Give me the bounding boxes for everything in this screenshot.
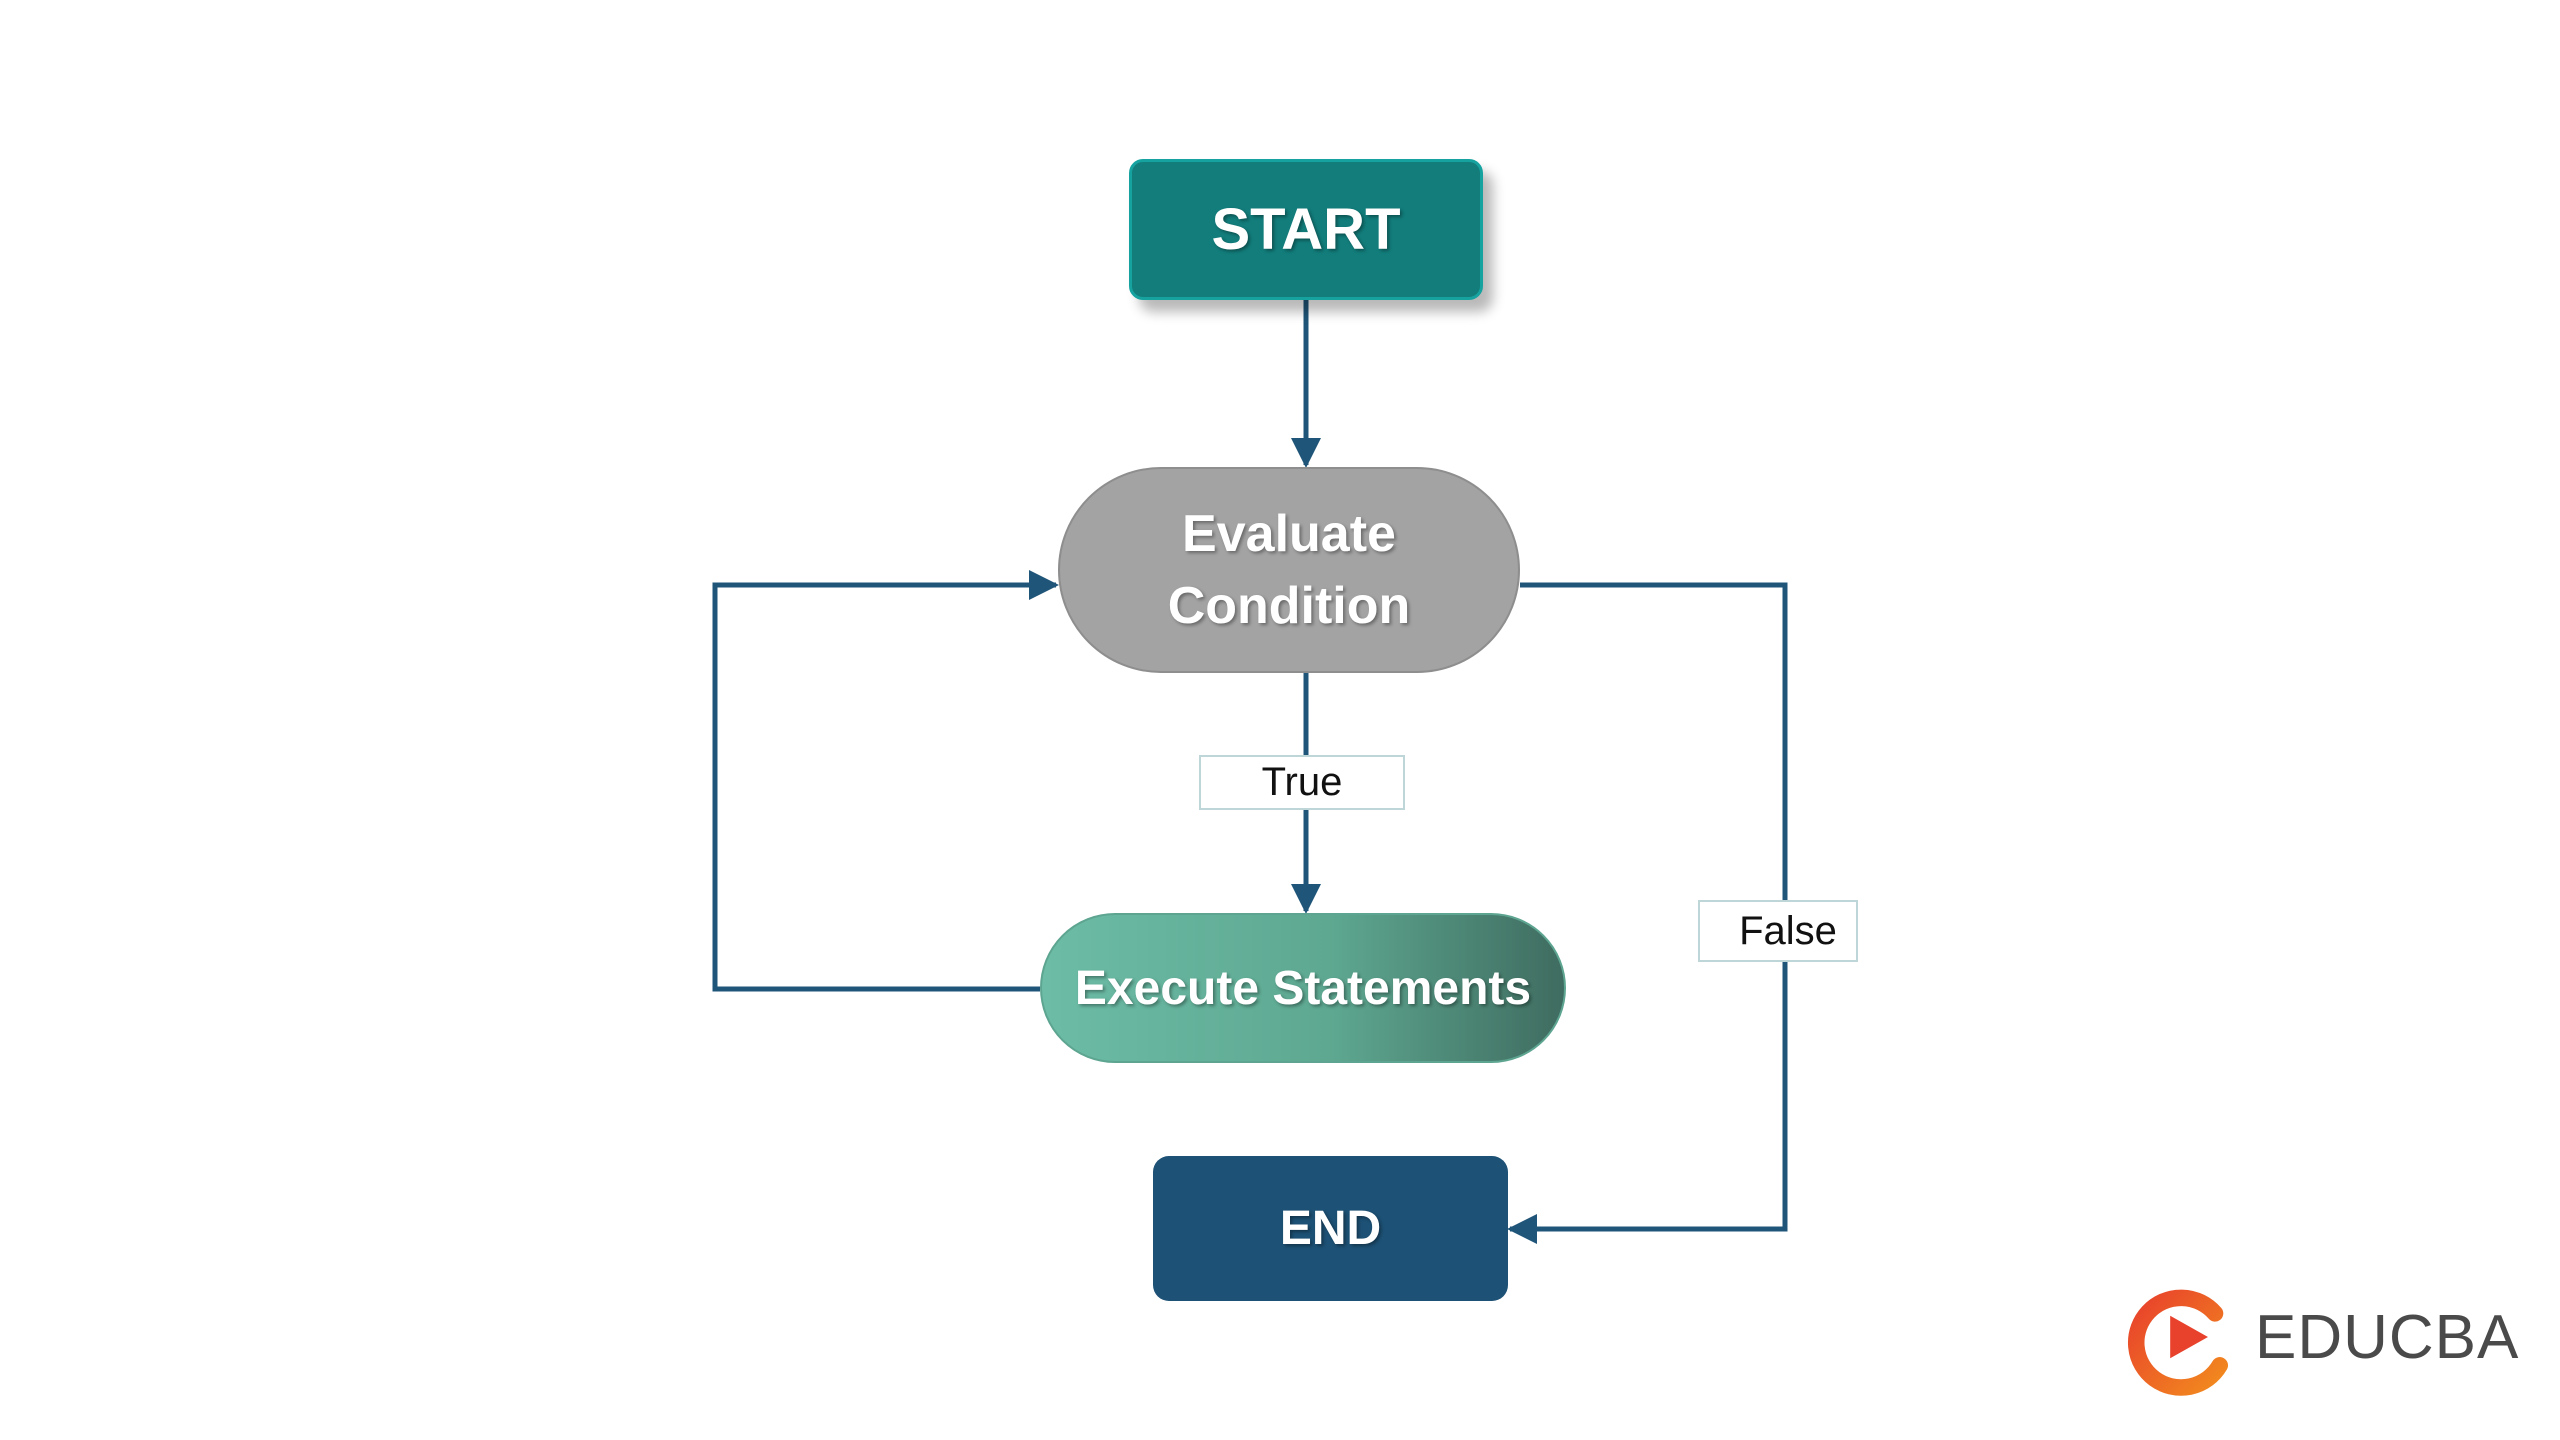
evaluate-condition-node: Evaluate Condition: [1058, 467, 1520, 673]
true-label-text: True: [1261, 760, 1343, 804]
start-node: START: [1129, 159, 1483, 300]
true-edge-label: True: [1199, 755, 1405, 810]
educba-logo-text: EDUCBA: [2255, 1302, 2520, 1372]
end-node: END: [1153, 1156, 1508, 1301]
arrow-loop-back: [712, 570, 1059, 992]
false-label-text: False: [1739, 908, 1837, 953]
false-edge-label: False: [1698, 900, 1858, 962]
educba-logo: EDUCBA: [2123, 1278, 2519, 1396]
end-label: END: [1279, 1202, 1382, 1255]
execute-statements-node: Execute Statements: [1040, 913, 1566, 1063]
evaluate-label-line1: Evaluate: [1182, 505, 1396, 563]
start-label: START: [1211, 197, 1401, 262]
educba-logo-icon: [2127, 1289, 2229, 1396]
execute-label: Execute Statements: [1074, 961, 1532, 1015]
evaluate-label-line2: Condition: [1167, 577, 1411, 635]
